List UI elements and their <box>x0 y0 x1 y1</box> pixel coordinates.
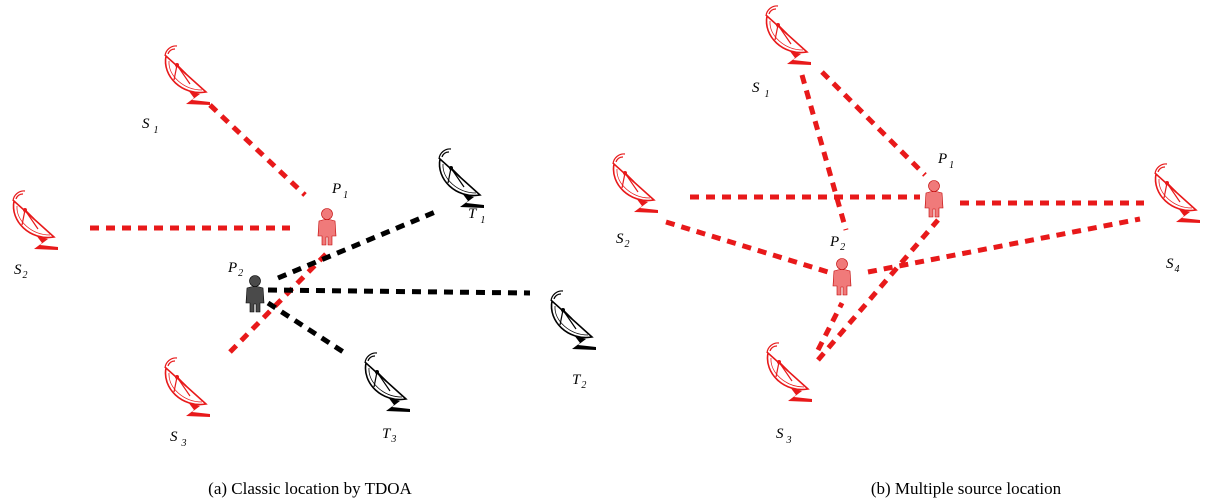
label-a-t3: T3 <box>382 426 396 445</box>
person-p1-icon <box>317 208 337 246</box>
target-t1-satellite-dish-icon <box>438 148 485 209</box>
line-s3-p1 <box>228 250 330 354</box>
line-s3-p2 <box>815 301 845 352</box>
label-b-s4: S4 <box>1166 256 1180 275</box>
source-s2-satellite-dish-icon <box>12 190 59 251</box>
source-s1-satellite-dish-icon <box>164 45 211 106</box>
source-s1-satellite-dish-icon <box>765 5 812 66</box>
target-t2-satellite-dish-icon <box>550 290 597 351</box>
line-p2-t2 <box>267 287 531 296</box>
line-s1-p1 <box>208 103 307 197</box>
line-s1-p1 <box>820 70 927 177</box>
line-p2-t3 <box>266 300 350 358</box>
person-p2-icon <box>245 275 265 313</box>
source-s2-satellite-dish-icon <box>612 153 659 214</box>
caption-a: (a) Classic location by TDOA <box>208 479 412 498</box>
caption-b: (b) Multiple source location <box>871 479 1062 498</box>
line-s2-p2 <box>665 219 829 275</box>
label-b-p2: P2 <box>829 234 845 253</box>
person-p2-icon <box>832 258 852 296</box>
label-b-s2: S2 <box>616 231 630 250</box>
label-a-s2: S2 <box>14 262 28 281</box>
source-s3-satellite-dish-icon <box>164 357 211 418</box>
source-s4-satellite-dish-icon <box>1154 163 1201 224</box>
label-a-p2: P2 <box>227 260 243 279</box>
label-a-t2: T2 <box>572 372 586 391</box>
source-s3-satellite-dish-icon <box>766 342 813 403</box>
line-p2-t1 <box>277 207 441 281</box>
person-p1-icon <box>924 180 944 218</box>
line-s1-p2 <box>799 74 849 231</box>
line-s4-p2 <box>867 216 1141 275</box>
target-t3-satellite-dish-icon <box>364 352 411 413</box>
